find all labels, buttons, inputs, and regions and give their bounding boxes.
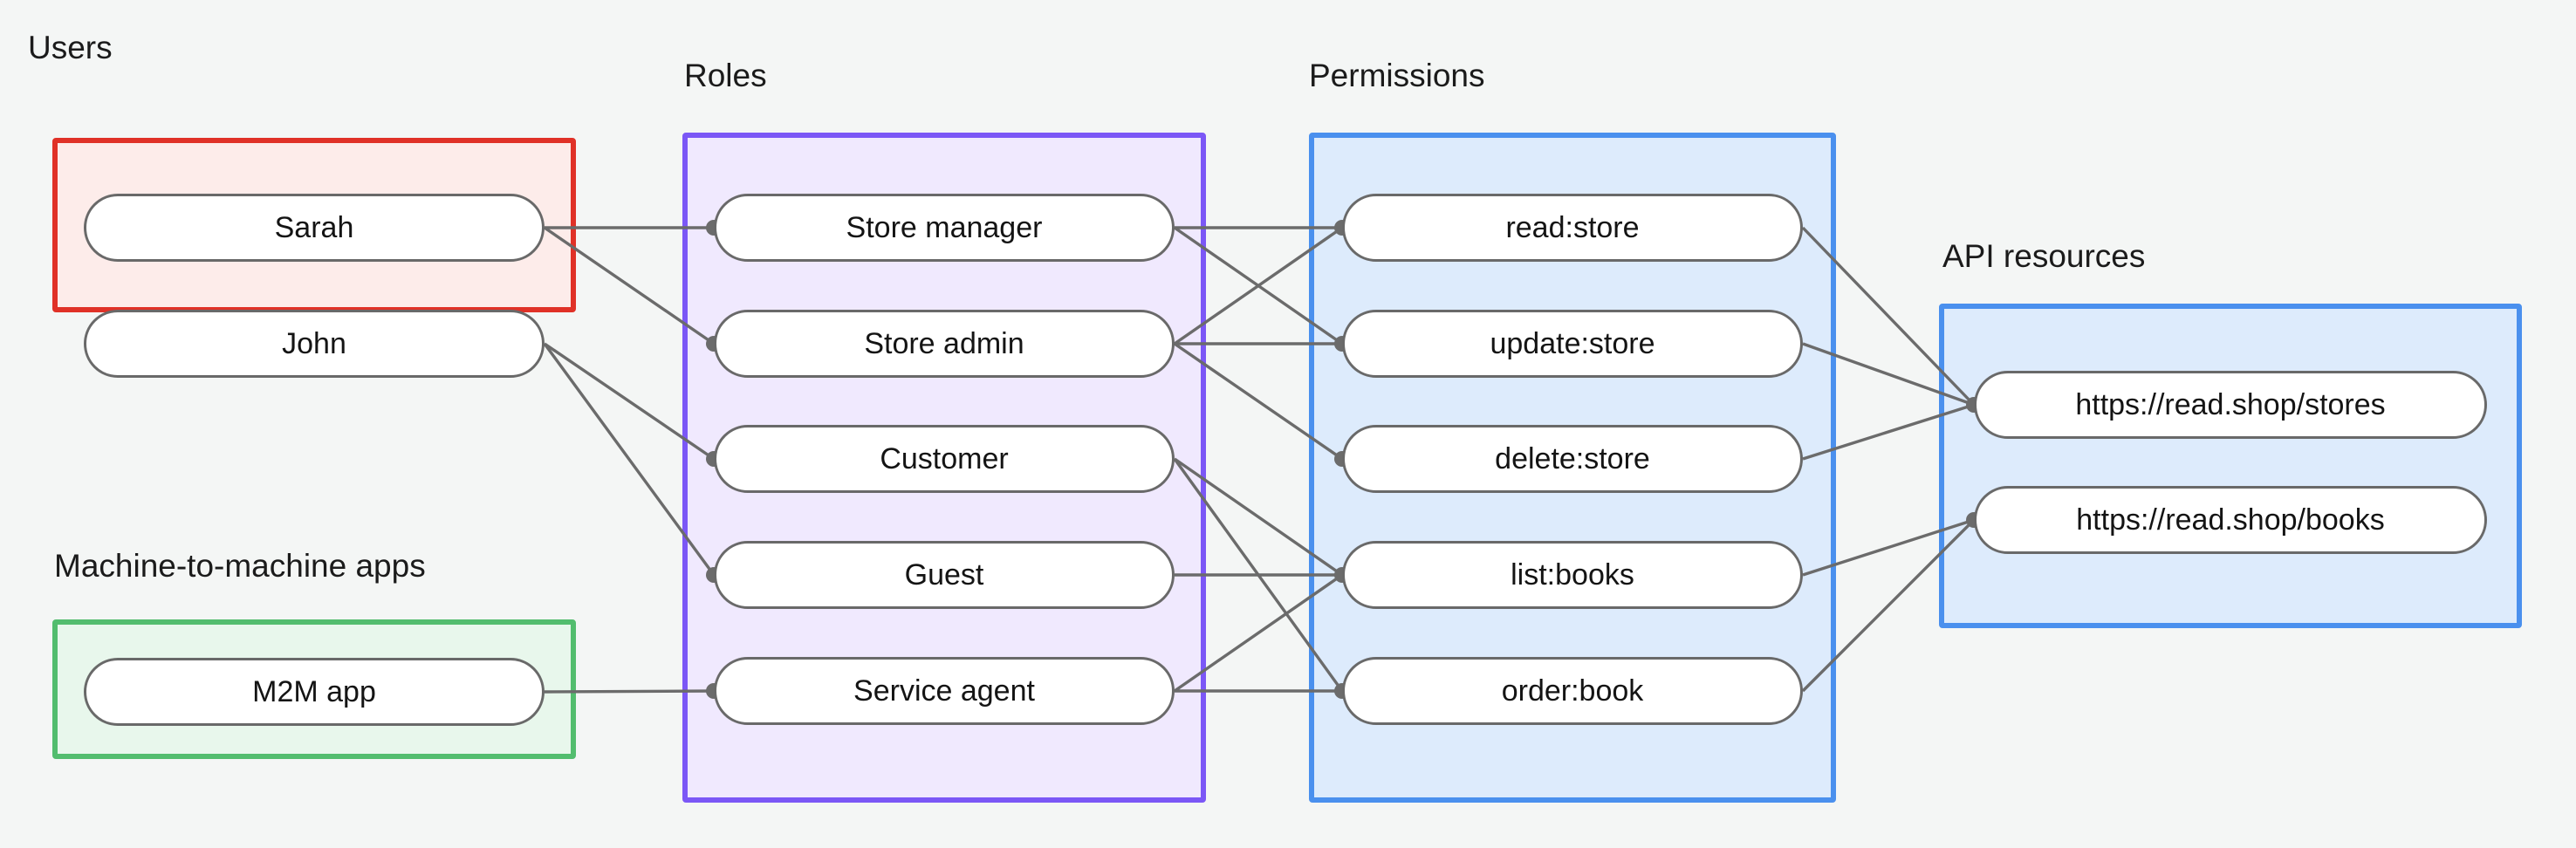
node-update_store[interactable]: update:store (1342, 310, 1803, 378)
node-guest[interactable]: Guest (714, 541, 1175, 609)
group-label-roles: Roles (684, 58, 767, 93)
node-read_store[interactable]: read:store (1342, 194, 1803, 262)
node-res_books[interactable]: https://read.shop/books (1974, 486, 2487, 554)
node-res_stores[interactable]: https://read.shop/stores (1974, 371, 2487, 439)
node-store_admin[interactable]: Store admin (714, 310, 1175, 378)
node-list_books[interactable]: list:books (1342, 541, 1803, 609)
group-label-permissions: Permissions (1309, 58, 1485, 93)
group-label-api_resources: API resources (1942, 238, 2146, 274)
node-john[interactable]: John (84, 310, 545, 378)
node-delete_store[interactable]: delete:store (1342, 425, 1803, 493)
node-store_manager[interactable]: Store manager (714, 194, 1175, 262)
node-order_book[interactable]: order:book (1342, 657, 1803, 725)
node-customer[interactable]: Customer (714, 425, 1175, 493)
group-box-api_resources (1939, 304, 2522, 628)
group-label-m2m: Machine-to-machine apps (54, 548, 426, 584)
node-sarah[interactable]: Sarah (84, 194, 545, 262)
node-service_agent[interactable]: Service agent (714, 657, 1175, 725)
group-label-users: Users (28, 30, 113, 65)
node-m2mapp[interactable]: M2M app (84, 658, 545, 726)
